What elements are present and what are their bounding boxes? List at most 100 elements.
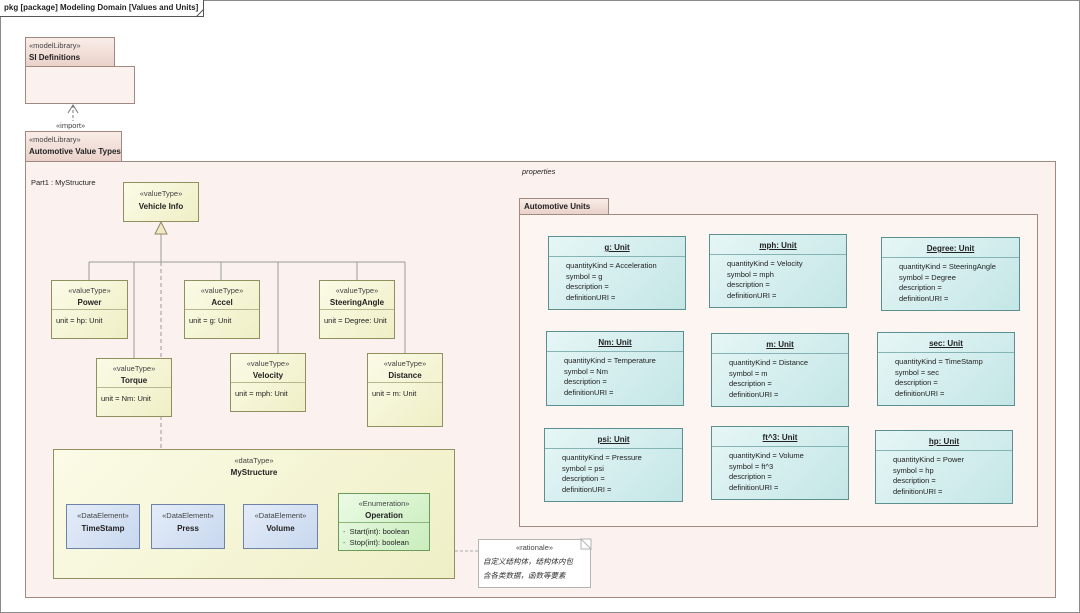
import-label: «import» (56, 121, 86, 130)
automotive-units-title: Automotive Units (524, 202, 591, 211)
unit-name: Nm: Unit (547, 332, 683, 352)
dataelement-name: Volume (266, 524, 295, 533)
unit-attribute: symbol = ft^3 (729, 461, 774, 471)
properties-label: properties (522, 167, 556, 176)
valuetype-stereotype: «valueType» (200, 286, 244, 295)
unit-degree[interactable]: Degree: Unit quantityKind = SteeringAngl… (881, 237, 1020, 311)
rationale-text-line2: 含各类数据，函数等要素 (483, 571, 566, 580)
valuetype-stereotype: «valueType» (68, 286, 111, 295)
unit-attribute: quantityKind = SteeringAngle (899, 262, 996, 271)
unit-g[interactable]: g: Unit quantityKind = Acceleration symb… (548, 236, 686, 310)
dataelement-timestamp[interactable]: «DataElement» TimeStamp (66, 504, 140, 549)
unit-psi[interactable]: psi: Unit quantityKind = Pressure symbol… (544, 428, 683, 502)
automotive-value-types-stereotype: «modelLibrary» (29, 135, 81, 144)
unit-name: mph: Unit (710, 235, 846, 255)
unit-attribute: description = (729, 472, 772, 481)
unit-attribute: symbol = sec (895, 367, 939, 377)
si-definitions-body[interactable] (25, 66, 135, 104)
dataelement-stereotype: «DataElement» (254, 511, 307, 520)
unit-attribute: description = (564, 377, 607, 386)
dataelement-name: Press (177, 524, 199, 533)
unit-attribute: quantityKind = Pressure (562, 453, 642, 462)
unit-sec[interactable]: sec: Unit quantityKind = TimeStamp symbo… (877, 332, 1015, 406)
valuetype-name: Distance (388, 371, 422, 380)
valuetype-attribute: unit = m: Unit (372, 389, 417, 398)
enumeration-item: - Stop(int): boolean (343, 538, 409, 547)
unit-attribute: symbol = mph (727, 269, 774, 279)
automotive-units-tab[interactable]: Automotive Units (519, 198, 609, 215)
unit-attribute: quantityKind = Temperature (564, 356, 656, 365)
unit-attribute: definitionURI = (729, 389, 779, 399)
part-label: Part1 : MyStructure (31, 178, 96, 187)
valuetype-steeringangle[interactable]: «valueType» SteeringAngle unit = Degree:… (319, 280, 395, 339)
unit-attribute: symbol = g (566, 271, 603, 281)
unit-m[interactable]: m: Unit quantityKind = Distance symbol =… (711, 333, 849, 407)
valuetype-attribute: unit = g: Unit (189, 316, 232, 325)
valuetype-stereotype: «valueType» (335, 286, 379, 295)
unit-attribute: definitionURI = (895, 388, 945, 398)
dataelement-volume[interactable]: «DataElement» Volume (243, 504, 318, 549)
valuetype-distance[interactable]: «valueType» Distance unit = m: Unit (367, 353, 443, 427)
unit-name: sec: Unit (878, 333, 1014, 353)
valuetype-attribute: unit = Nm: Unit (101, 394, 151, 403)
dataelement-press[interactable]: «DataElement» Press (151, 504, 225, 549)
unit-attribute: symbol = Degree (899, 272, 956, 282)
valuetype-name: Power (77, 298, 102, 307)
unit-attribute: symbol = m (729, 368, 768, 378)
mystructure-name: MyStructure (230, 468, 278, 477)
unit-attribute: symbol = Nm (564, 366, 608, 376)
unit-attribute: description = (899, 283, 942, 292)
vehicle-info-stereotype: «valueType» (139, 189, 183, 198)
unit-attribute: description = (893, 476, 936, 485)
mystructure-stereotype: «dataType» (234, 456, 274, 465)
enumeration-item: - Start(int): boolean (343, 527, 410, 536)
unit-name: m: Unit (712, 334, 848, 354)
valuetype-attribute: unit = Degree: Unit (324, 316, 387, 325)
unit-mph[interactable]: mph: Unit quantityKind = Velocity symbol… (709, 234, 847, 308)
unit-attribute: quantityKind = Velocity (727, 259, 803, 268)
unit-nm[interactable]: Nm: Unit quantityKind = Temperature symb… (546, 331, 684, 406)
unit-attribute: quantityKind = Distance (729, 358, 809, 367)
enumeration-name: Operation (365, 511, 403, 520)
automotive-value-types-name: Automotive Value Types (29, 147, 121, 156)
unit-attribute: symbol = hp (893, 465, 934, 475)
valuetype-accel[interactable]: «valueType» Accel unit = g: Unit (184, 280, 260, 339)
unit-attribute: description = (562, 474, 605, 483)
vehicle-info-valuetype[interactable]: «valueType» Vehicle Info (123, 182, 199, 222)
valuetype-torque[interactable]: «valueType» Torque unit = Nm: Unit (96, 358, 172, 417)
unit-attribute: definitionURI = (562, 484, 612, 494)
valuetype-power[interactable]: «valueType» Power unit = hp: Unit (51, 280, 128, 339)
dataelement-stereotype: «DataElement» (162, 511, 214, 520)
unit-attribute: description = (566, 282, 609, 291)
dataelement-name: TimeStamp (81, 524, 125, 533)
enumeration-stereotype: «Enumeration» (358, 499, 410, 508)
vehicle-info-name: Vehicle Info (138, 202, 184, 211)
si-definitions-tab[interactable]: «modelLibrary» SI Definitions (25, 37, 115, 67)
unit-attribute: definitionURI = (899, 293, 949, 303)
rationale-note[interactable]: «rationale» 自定义结构体，结构体内包 含各类数据，函数等要素 (478, 539, 591, 588)
unit-name: Degree: Unit (882, 238, 1019, 258)
valuetype-name: Torque (120, 376, 148, 385)
enumeration-operation[interactable]: «Enumeration» Operation - Start(int): bo… (338, 493, 430, 551)
unit-attribute: quantityKind = Power (893, 455, 965, 464)
si-definitions-name: SI Definitions (29, 53, 81, 62)
si-definitions-stereotype: «modelLibrary» (29, 41, 81, 50)
unit-name: g: Unit (549, 237, 685, 257)
unit-hp[interactable]: hp: Unit quantityKind = Power symbol = h… (875, 430, 1013, 504)
unit-attribute: definitionURI = (893, 486, 943, 496)
unit-attribute: description = (729, 379, 772, 388)
unit-name: psi: Unit (545, 429, 682, 449)
valuetype-stereotype: «valueType» (383, 359, 427, 368)
rationale-text-line1: 自定义结构体，结构体内包 (483, 557, 573, 566)
unit-ft3[interactable]: ft^3: Unit quantityKind = Volume symbol … (711, 426, 849, 500)
unit-attribute: definitionURI = (727, 290, 777, 300)
valuetype-stereotype: «valueType» (112, 364, 156, 373)
diagram-frame-title: pkg [package] Modeling Domain [Values an… (0, 0, 204, 17)
dataelement-stereotype: «DataElement» (77, 511, 129, 520)
unit-attribute: definitionURI = (729, 482, 779, 492)
valuetype-velocity[interactable]: «valueType» Velocity unit = mph: Unit (230, 353, 306, 412)
